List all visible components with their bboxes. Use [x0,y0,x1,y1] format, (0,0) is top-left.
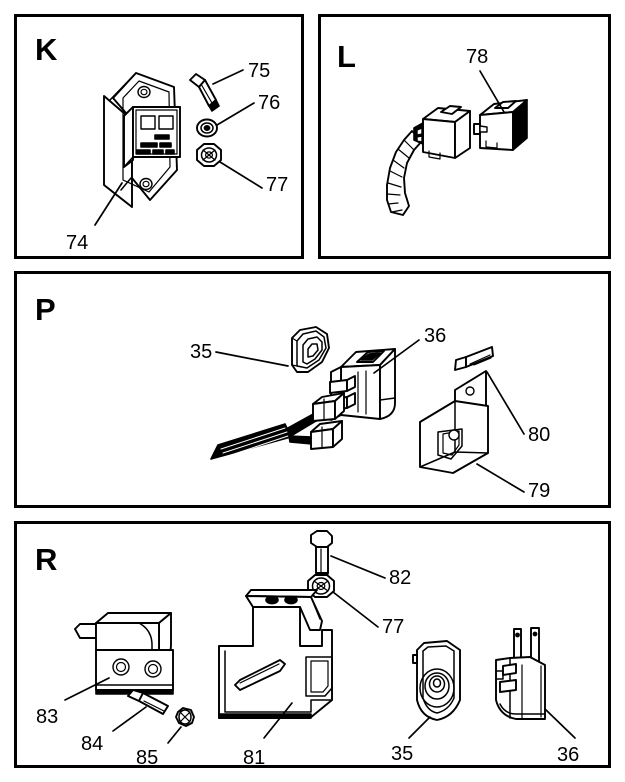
callout-36-P: 36 [424,325,447,347]
panel-K-letter: K [35,32,58,67]
panel-P-letter: P [35,292,56,327]
panel-K [14,14,304,259]
callout-75: 75 [248,60,271,82]
callout-77-R: 77 [382,616,405,638]
callout-36-R: 36 [557,744,580,766]
panel-L-letter: L [337,39,356,74]
callout-35-P: 35 [190,341,213,363]
callout-84: 84 [81,733,104,755]
panel-P [14,271,611,508]
callout-77-K: 77 [266,174,289,196]
panel-R [14,521,611,768]
callout-82: 82 [389,567,412,589]
callout-85: 85 [136,747,159,769]
callout-78: 78 [466,46,489,68]
panel-R-letter: R [35,542,58,577]
callout-76: 76 [258,92,281,114]
panel-L [318,14,611,259]
callout-81: 81 [243,747,266,769]
callout-74: 74 [66,232,89,254]
callout-80: 80 [528,424,551,446]
callout-83: 83 [36,706,59,728]
callout-35-R: 35 [391,743,414,765]
callout-79: 79 [528,480,551,502]
